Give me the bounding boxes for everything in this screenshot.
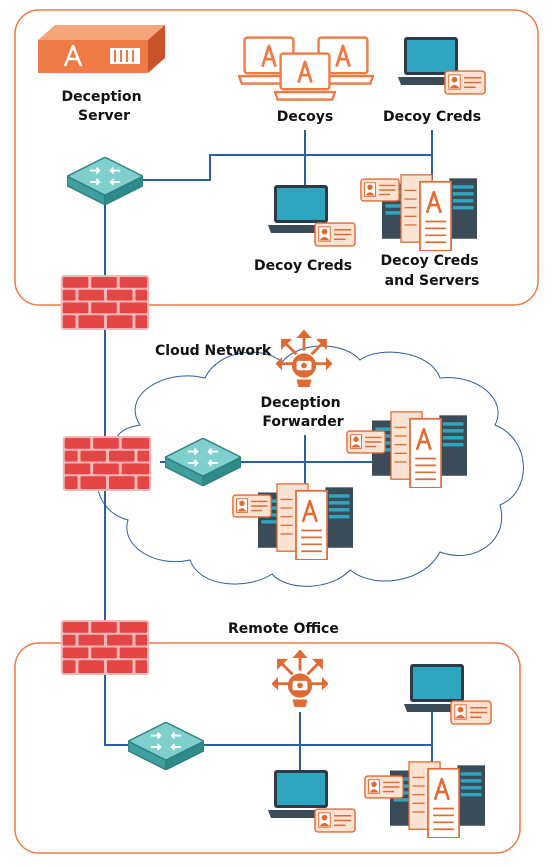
deception-forwarder-icon [272,650,328,708]
firewall-icon [60,275,150,330]
decoy-creds-top-label: Decoy Creds [383,109,481,125]
credential-card-icon [314,808,356,833]
credential-card-icon [364,775,404,799]
deception-server-icon [38,25,165,73]
deception-server-label: Deception Server [62,89,147,124]
remote-office-boundary [14,642,521,854]
credential-card-icon [444,70,486,95]
credential-card-icon [360,178,400,202]
decoy-creds-mid-label: Decoy Creds [254,258,352,274]
top-network-boundary [14,9,539,306]
credential-card-icon [450,700,492,725]
server-rack-icon [390,760,485,838]
credential-card-icon [346,430,386,454]
remote-office-label: Remote Office [228,621,339,637]
firewall-icon [60,620,150,675]
decoy-laptop-icon [274,52,336,101]
credential-card-icon [232,494,272,518]
firewall-icon [62,436,152,491]
credential-card-icon [314,222,356,247]
deception-forwarder-label: Deception Forwarder [261,395,346,430]
decoy-creds-servers-label: Decoy Creds and Servers [381,253,484,289]
decoys-label: Decoys [277,109,334,125]
cloud-network-label: Cloud Network [155,343,272,359]
switch-icon [67,157,143,205]
switch-icon [128,722,204,770]
